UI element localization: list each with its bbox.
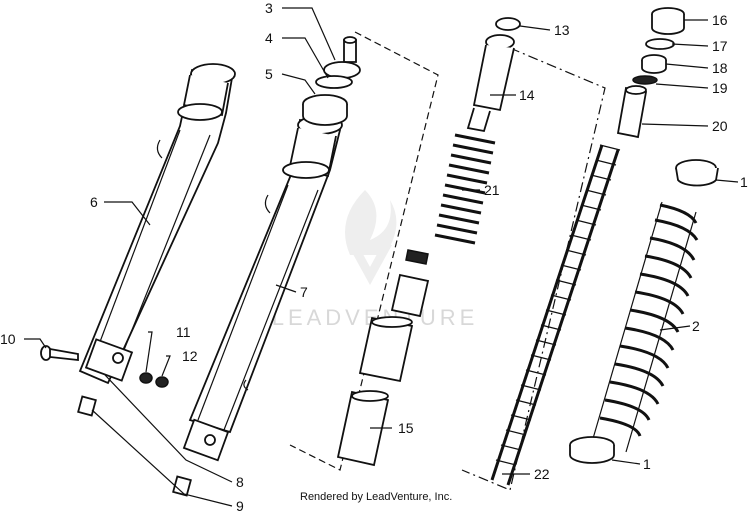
damper-tube-part-15 [336, 249, 430, 467]
callout-15: 15 [398, 420, 414, 436]
callout-20: 20 [712, 118, 728, 134]
callout-18: 18 [712, 60, 728, 76]
callout-2: 2 [692, 318, 700, 334]
fork-leg-left [78, 63, 236, 385]
watermark-logo [345, 190, 397, 285]
ring-part-5 [302, 94, 348, 126]
washer-part-4 [315, 75, 353, 89]
callout-21: 21 [484, 182, 500, 198]
circlip-part-13 [495, 17, 521, 31]
top-cap-part-16 [651, 7, 685, 35]
washer-part-19 [632, 75, 658, 85]
callout-14: 14 [519, 87, 535, 103]
callout-13: 13 [554, 22, 570, 38]
callout-6: 6 [90, 194, 98, 210]
dust-boot-part-2 [591, 201, 699, 453]
o-ring-part-17 [645, 38, 675, 50]
bolt-part-10 [40, 345, 79, 362]
cap-nut-part-3 [323, 36, 361, 79]
callout-5: 5 [265, 66, 273, 82]
callout-11: 11 [176, 324, 191, 340]
spacer-tube-part-20 [616, 85, 648, 139]
callout-10: 10 [0, 331, 16, 347]
callout-19: 19 [712, 80, 728, 96]
nut-part-12 [155, 376, 169, 388]
callout-1-top: 1 [740, 174, 748, 190]
assembly-guide-lines [289, 31, 606, 491]
credit-text: Rendered by LeadVenture, Inc. [300, 491, 452, 503]
boot-ring-part-1-bottom [569, 436, 615, 464]
callout-9: 9 [236, 498, 244, 514]
callout-7: 7 [300, 284, 308, 300]
callout-8: 8 [236, 474, 244, 490]
callout-22: 22 [534, 466, 550, 482]
washer-part-11 [139, 372, 153, 384]
callout-leaders [24, 7, 739, 507]
damper-rod-part-14 [466, 34, 515, 133]
callout-12: 12 [182, 348, 198, 364]
callout-17: 17 [712, 38, 728, 54]
callout-16: 16 [712, 12, 728, 28]
cap-part-18 [641, 54, 667, 74]
callout-1-bottom: 1 [643, 456, 651, 472]
callout-4: 4 [265, 30, 273, 46]
callout-3: 3 [265, 0, 273, 16]
drain-bolt-part-9 [77, 395, 192, 497]
fork-spring-part-22 [490, 144, 621, 486]
boot-ring-part-1-top [675, 159, 719, 187]
spring-part-21 [434, 133, 496, 245]
